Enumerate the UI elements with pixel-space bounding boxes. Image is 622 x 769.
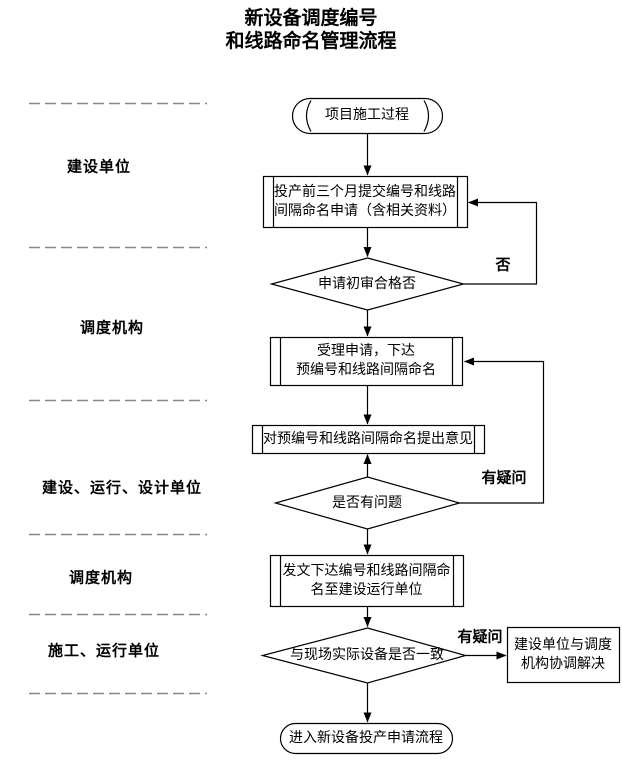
lane-label-construction-unit: 建设单位	[66, 159, 132, 176]
lane-label-construct-operate-unit: 施工、运行单位	[47, 643, 161, 660]
start-node-label: 项目施工过程	[325, 108, 409, 123]
edge-label-no: 否	[495, 257, 511, 274]
accept-node-shape	[269, 336, 464, 387]
consistent-decision-label: 与现场实际设备是否一致	[290, 648, 444, 663]
edge-label-doubt-problem: 有疑问	[481, 470, 527, 487]
problem-decision-shape	[273, 476, 462, 530]
review-decision-label: 申请初审合格否	[318, 276, 416, 292]
issue-node-shape	[269, 554, 465, 608]
end-node-label: 进入新设备投产申请流程	[289, 730, 443, 746]
start-node-left-arc	[305, 100, 312, 132]
edge-problem-doubt-loop	[459, 357, 545, 504]
problem-decision-label: 是否有问题	[332, 495, 402, 511]
page-title: 新设备调度编号 和线路命名管理流程	[225, 8, 397, 52]
submit-node-shape	[262, 175, 469, 229]
issue-node-label: 发文下达编号和线路间隔命 名至建设运行单位	[282, 563, 451, 598]
opinion-node-label: 对预编号和线路间隔命名提出意见	[263, 431, 473, 447]
lane-label-build-operate-design: 建设、运行、设计单位	[41, 480, 203, 497]
end-node-shape	[279, 722, 454, 755]
submit-node-label: 投产前三个月提交编号和线路 间隔命名申请（含相关资料）	[274, 184, 456, 219]
review-decision-shape	[269, 257, 466, 311]
accept-node-label: 受理申请，下达 预编号和线路间隔命名	[296, 344, 436, 378]
opinion-node-shape	[251, 424, 486, 455]
edge-label-doubt-consistent: 有疑问	[457, 629, 503, 646]
consistent-decision-shape	[260, 627, 468, 684]
lane-label-dispatch-agency: 调度机构	[79, 320, 145, 337]
edge-review-no-loop	[463, 198, 538, 285]
start-node-right-arc	[423, 100, 430, 132]
coordinate-node-shape	[506, 626, 621, 684]
coordinate-node-label: 建设单位与调度 机构协调解决	[514, 637, 612, 672]
lane-dividers	[29, 102, 207, 695]
lane-label-dispatch-agency-2: 调度机构	[68, 570, 134, 587]
